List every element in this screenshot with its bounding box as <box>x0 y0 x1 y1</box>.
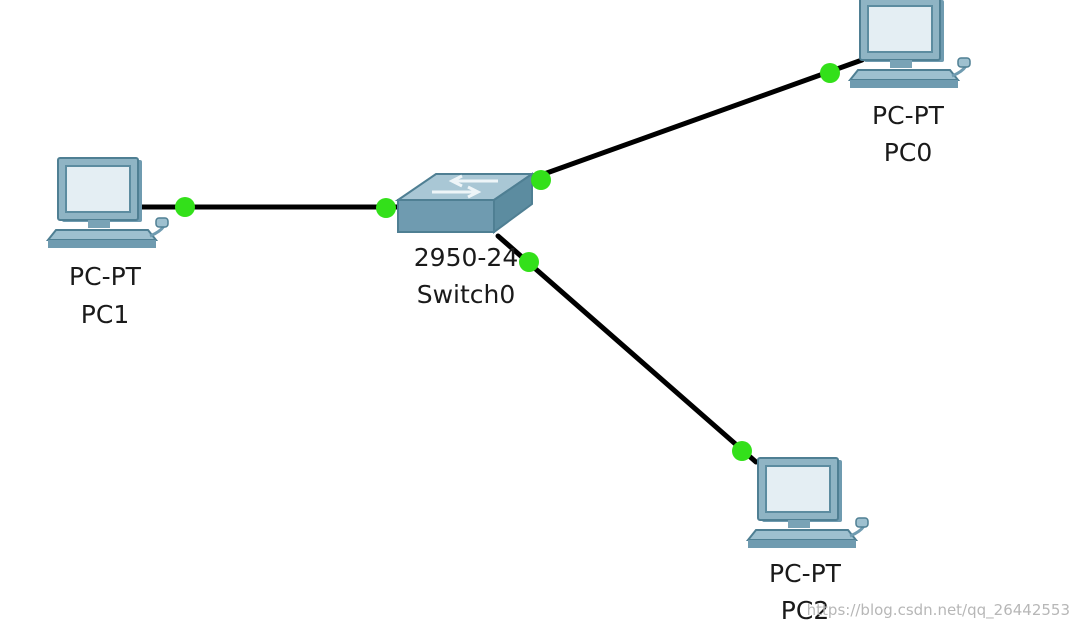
pc-icon <box>848 0 972 90</box>
device-pc2[interactable]: PC-PT PC2 <box>746 456 870 625</box>
device-model-label: PC-PT <box>769 559 842 588</box>
link-light-switch0-to-pc0 <box>531 170 551 190</box>
pc-icon <box>746 456 870 550</box>
link-light-switch0-to-pc2 <box>519 252 539 272</box>
device-model-label: 2950-24 <box>414 243 518 272</box>
cable-switch0-pc0[interactable] <box>527 57 865 182</box>
device-switch0[interactable]: 2950-24 Switch0 <box>394 172 536 309</box>
device-pc1[interactable]: PC-PT PC1 <box>46 156 170 329</box>
link-light-pc2 <box>732 441 752 461</box>
device-model-label: PC-PT <box>872 101 945 130</box>
device-model-label: PC-PT <box>69 262 142 291</box>
watermark-text: https://blog.csdn.net/qq_26442553 <box>807 601 1070 620</box>
link-light-pc1 <box>175 197 195 217</box>
link-light-switch0-to-pc1 <box>376 198 396 218</box>
device-pc0[interactable]: PC-PT PC0 <box>848 0 972 167</box>
cable-switch0-pc2[interactable] <box>495 233 759 465</box>
device-name-label: PC1 <box>81 300 129 329</box>
device-name-label: PC2 <box>781 596 829 625</box>
link-light-pc0 <box>820 63 840 83</box>
pc-icon <box>46 156 170 250</box>
switch-icon <box>394 172 536 234</box>
device-name-label: Switch0 <box>417 280 516 309</box>
device-name-label: PC0 <box>884 138 932 167</box>
